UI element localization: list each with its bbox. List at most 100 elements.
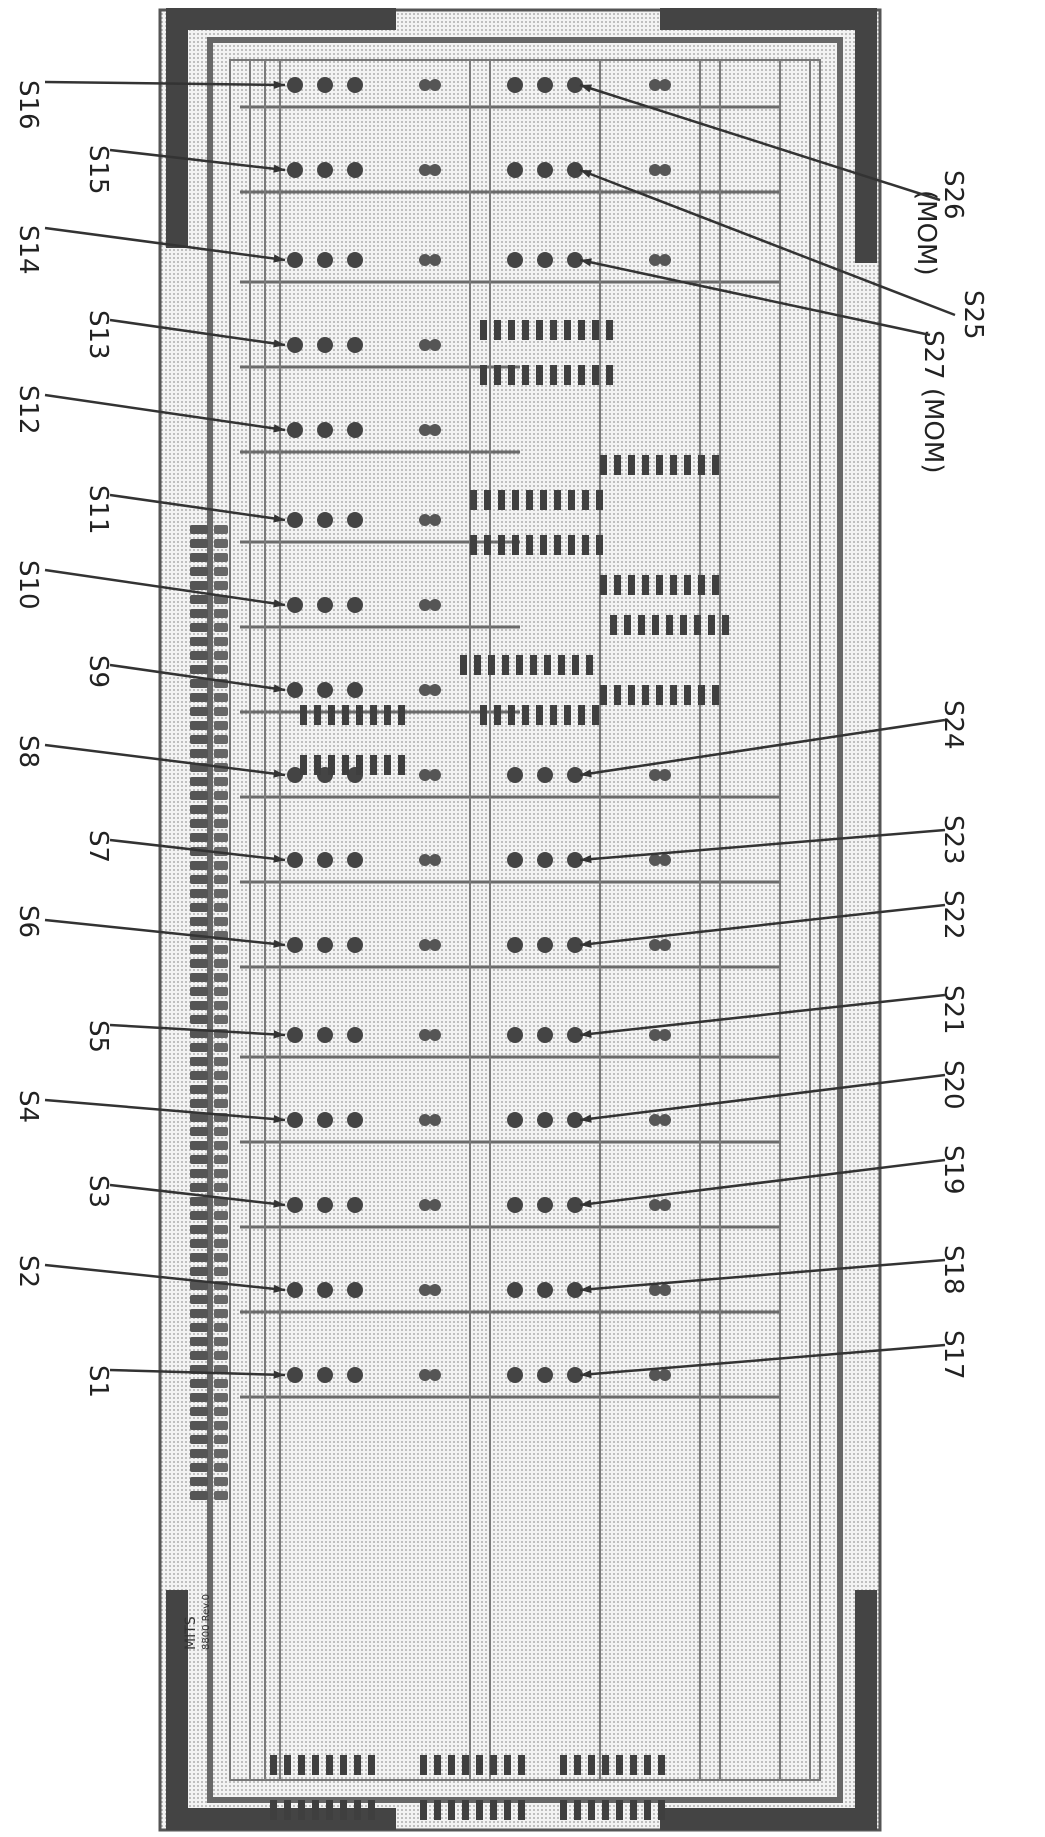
connector-finger [214,1477,228,1486]
ic-pin-pad [448,1800,455,1820]
connector-finger [214,903,228,912]
switch-pad [317,1282,333,1298]
switch-pad [567,1112,583,1128]
switch-pad [287,162,303,178]
ic-pin-pad [508,320,515,340]
switch-pad [507,767,523,783]
corner-bracket [166,8,396,30]
switch-pad [347,512,363,528]
ic-pin-pad [630,1755,637,1775]
ic-pin-pad [628,685,635,705]
leader-line [579,1073,946,1122]
edge-connector [190,525,228,1500]
arrow-head [273,769,285,778]
ic-pin-pad [670,685,677,705]
ic-pin-pad [314,705,321,725]
connector-finger [190,777,208,786]
ic-pin-pad [354,1755,361,1775]
arrow-head [580,1284,592,1294]
connector-finger [190,1267,208,1276]
ic-pin-pad [596,490,603,510]
connector-finger [214,1071,228,1080]
switch-pad [567,937,583,953]
connector-finger [214,707,228,716]
ic-pin-pad [340,1800,347,1820]
connector-finger [214,959,228,968]
switch-pad [287,852,303,868]
connector-finger [190,1141,208,1150]
diode-pad [429,254,441,266]
label-s5: S5 [83,1020,113,1053]
connector-finger [214,525,228,534]
ic-pin-pad [460,655,467,675]
switch-pad [287,937,303,953]
diode-pad [419,939,431,951]
diode-pad [649,1114,661,1126]
ic-pin-pad [656,685,663,705]
arrow-head [580,84,592,93]
leader-line [44,1098,286,1122]
ic-pin-pad [628,455,635,475]
connector-finger [190,1379,208,1388]
label-s18: S18 [938,1245,968,1295]
connector-finger [214,1267,228,1276]
diode-pad [429,1284,441,1296]
ic-pin-pad [498,490,505,510]
leader-line [579,1258,946,1292]
ic-pin-pad [600,685,607,705]
ic-pin-pad [326,1800,333,1820]
corner-bracket [660,8,875,30]
switch-pad [347,162,363,178]
switch-pad [537,937,553,953]
switch-pad [537,1282,553,1298]
ic-pin-pad [560,1755,567,1775]
switch-pad [317,597,333,613]
switch-pad [537,852,553,868]
ic-pin-pad [722,615,729,635]
switch-pad [287,1112,303,1128]
switch-pad [347,1027,363,1043]
ic-pin-pad [540,490,547,510]
connector-finger [214,749,228,758]
ic-pin-pad [384,755,391,775]
ic-pin-pad [610,615,617,635]
ic-pin-pad [698,685,705,705]
label-s22: S22 [938,890,968,940]
switch-pad [317,1367,333,1383]
ic-pin-pad [600,575,607,595]
leader-line [109,1368,286,1377]
leader-line [44,1263,286,1292]
connector-finger [190,1477,208,1486]
connector-finger [190,973,208,982]
ic-pin-pad [616,1755,623,1775]
switch-pad [347,337,363,353]
switch-pad [347,597,363,613]
connector-finger [214,1141,228,1150]
switch-pad [507,1027,523,1043]
label-s16: S16 [13,80,43,130]
connector-finger [214,819,228,828]
ic-pin-pad [712,685,719,705]
ic-pin-pad [368,1755,375,1775]
connector-finger [190,1393,208,1402]
switch-pad [507,1197,523,1213]
diode-pad [649,164,661,176]
connector-finger [214,1379,228,1388]
ic-pin-pad [578,320,585,340]
ic-pin-pad [582,490,589,510]
ic-pin-pad [522,320,529,340]
ic-pin-pad [284,1755,291,1775]
connector-finger [190,637,208,646]
label-s25: S25 [958,290,988,340]
leader-line [44,80,286,87]
label-s10: S10 [13,560,43,610]
switch-pad [567,1282,583,1298]
switch-pad [567,162,583,178]
connector-finger [214,805,228,814]
diode-pad [659,1114,671,1126]
arrow-head [273,939,285,948]
connector-finger [190,707,208,716]
ic-pin-pad [270,1800,277,1820]
left-labels: S16 S15 S14 S13 S12 S11 S10 S9 S8 S7 S6 … [13,80,113,1398]
connector-finger [214,553,228,562]
